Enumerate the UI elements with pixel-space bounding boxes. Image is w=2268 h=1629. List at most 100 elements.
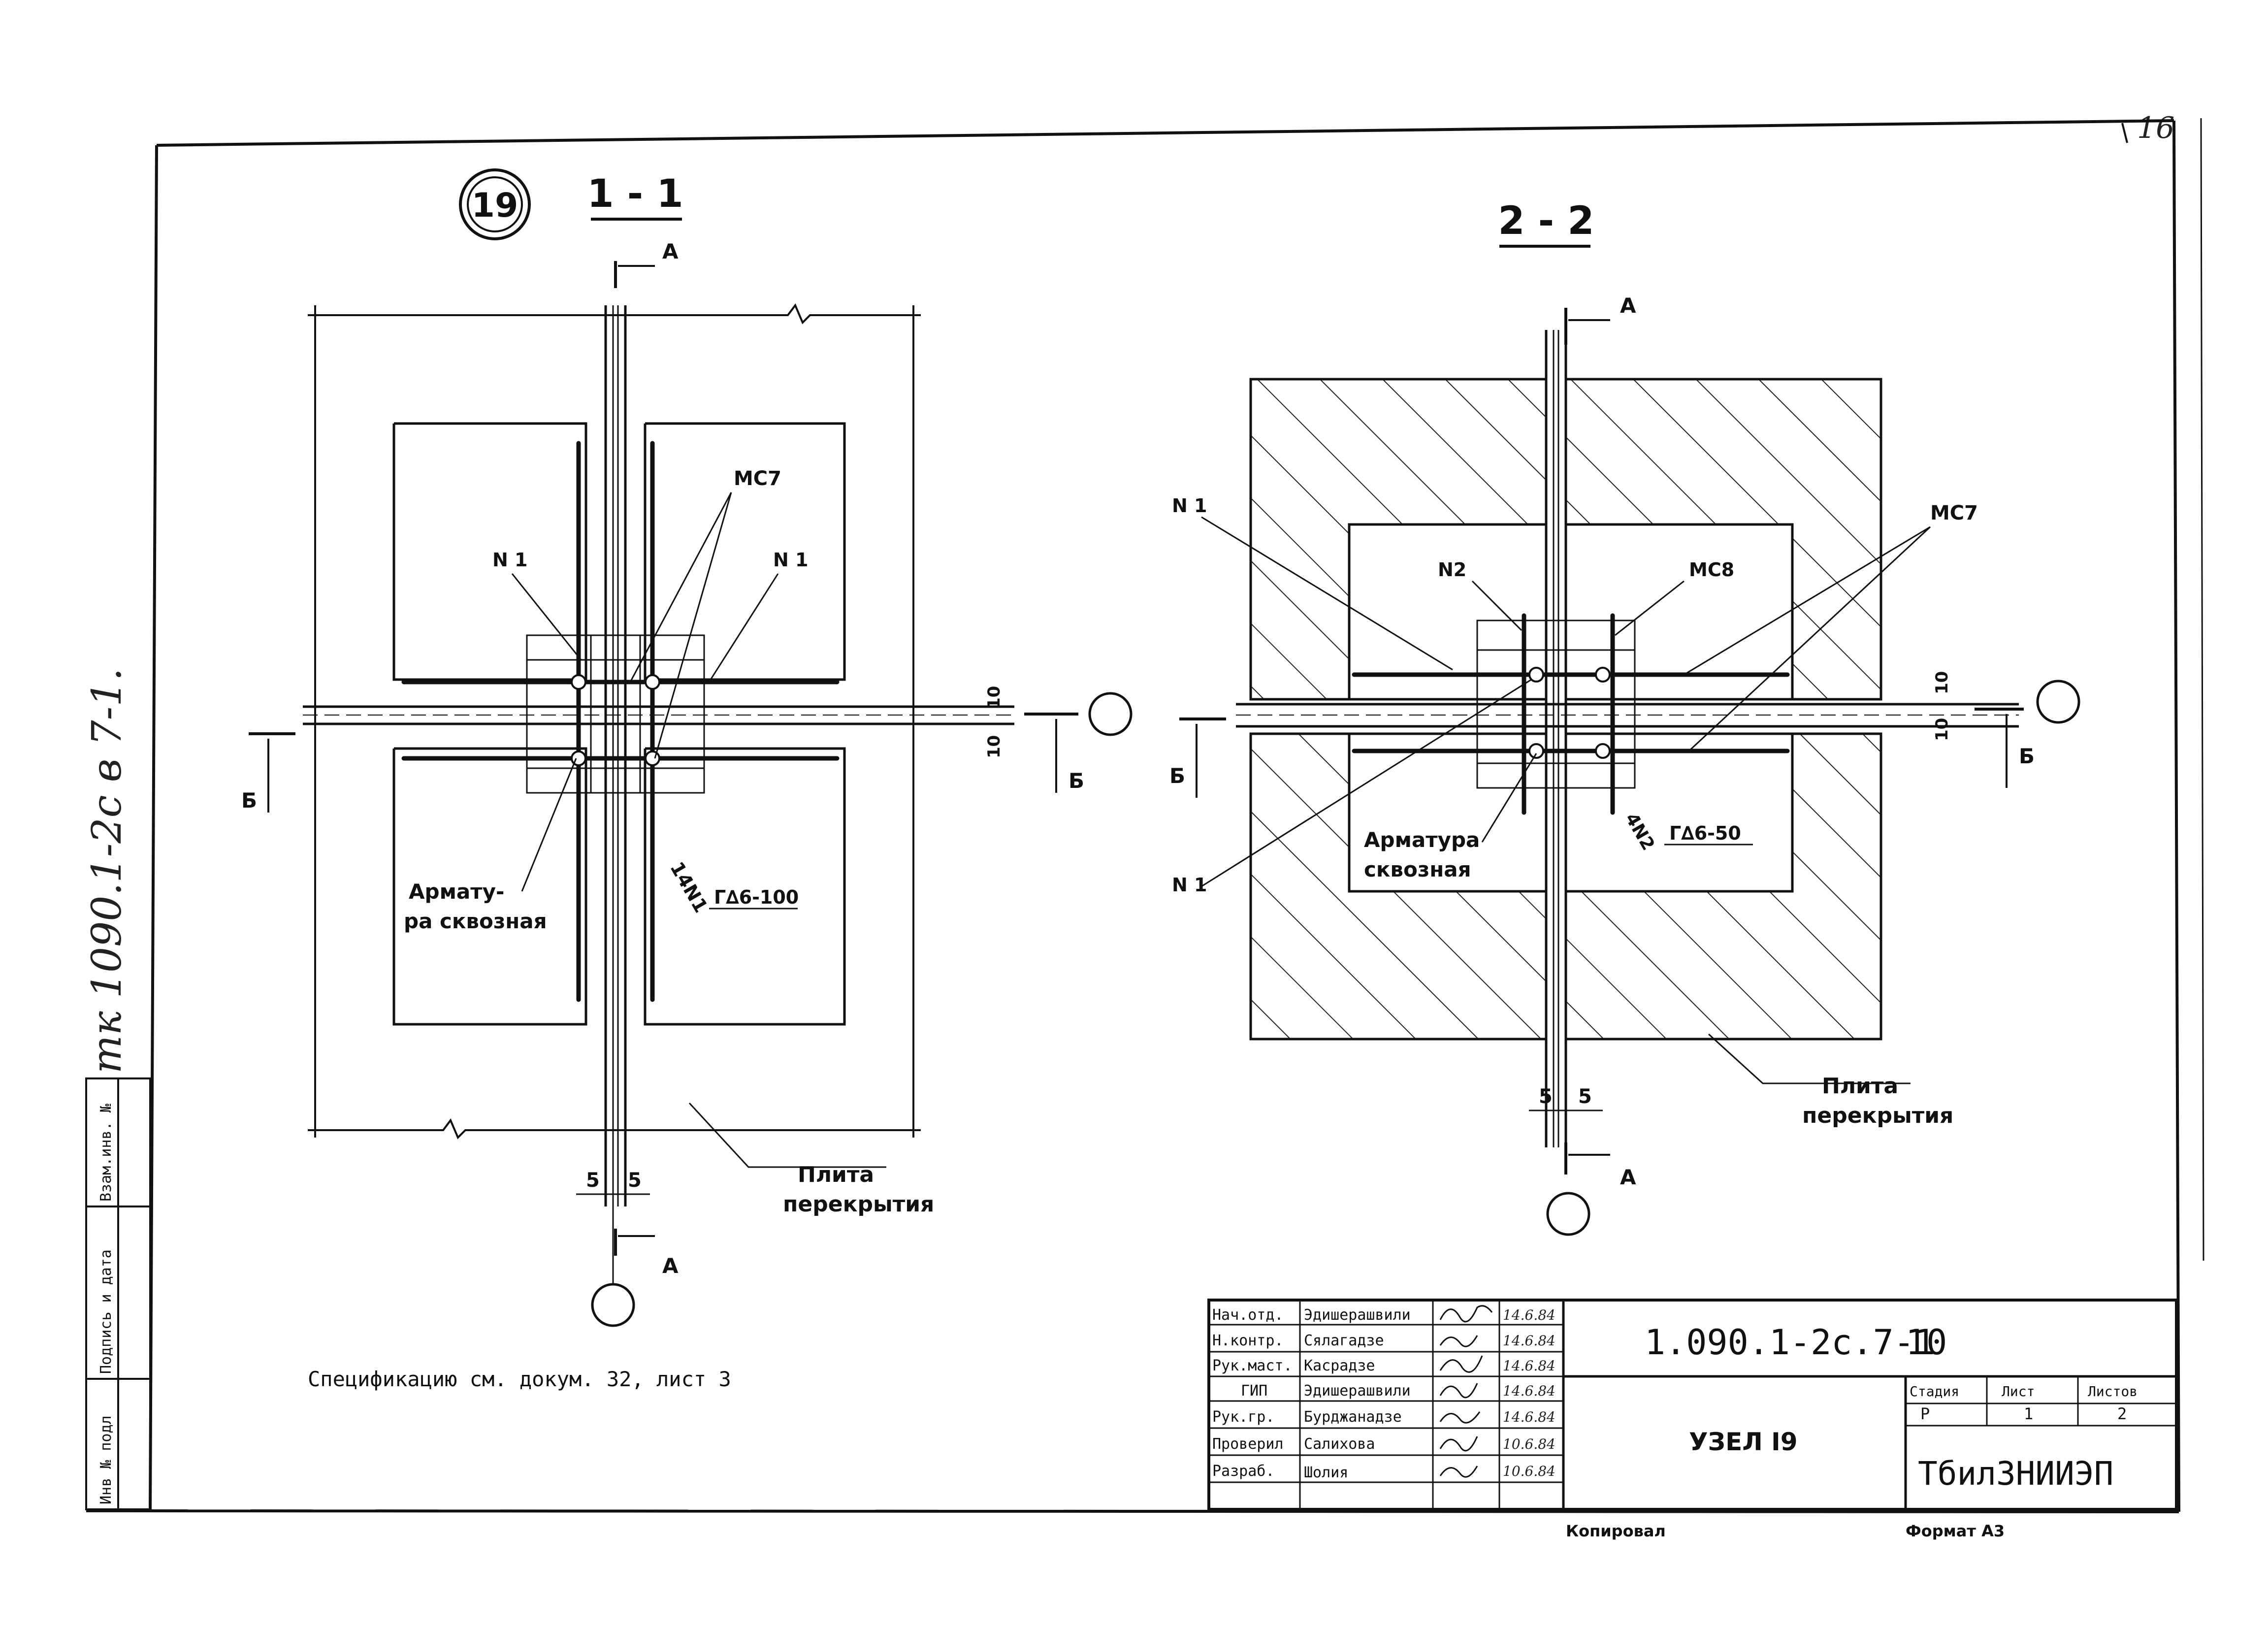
signer-name: Сялагадзе — [1304, 1332, 1384, 1349]
cut-a-bottom-2: А — [1620, 1165, 1636, 1189]
label-slab-1-line2: перекрытия — [783, 1192, 934, 1217]
sheets-value: 2 — [2117, 1404, 2127, 1423]
section-1-title: 1 - 1 — [587, 172, 683, 216]
cut-b-right-2: Б — [2019, 744, 2035, 768]
cut-b-left-2: Б — [1169, 764, 1185, 788]
signer-name: Эдишерашвили — [1304, 1306, 1411, 1324]
corner-page-number: 16 — [2137, 111, 2174, 145]
stamp-cell-signature: Подпись и дата — [97, 1249, 115, 1374]
dim-5-left-1: 5 — [586, 1169, 600, 1192]
signer-name: Салихова — [1304, 1435, 1375, 1453]
signer-date: 14.6.84 — [1503, 1383, 1555, 1399]
signature — [1439, 1411, 1481, 1424]
signer-row-4: Рук.гр. Бурджанадзе 14.6.84 — [1212, 1408, 1555, 1426]
margin-note: тк 1090.1-2с в 7-1. — [84, 668, 130, 1074]
sheet-header: Лист — [2002, 1383, 2035, 1400]
node-number: 19 — [472, 186, 518, 225]
signer-row-0: Нач.отд. Эдишерашвили 14.6.84 — [1212, 1305, 1555, 1324]
label-n1-top-2: N 1 — [1172, 495, 1207, 517]
signature — [1439, 1335, 1478, 1347]
axis-bubble-right-2 — [2036, 680, 2080, 724]
signature — [1439, 1383, 1478, 1399]
axis-bubble-bottom-1 — [591, 1283, 635, 1327]
label-n2: N2 — [1438, 559, 1466, 581]
dim-gap-bottom-2: 10 — [1932, 718, 1952, 741]
node-title: УЗЕЛ I9 — [1689, 1428, 1798, 1456]
signer-date: 14.6.84 — [1503, 1409, 1555, 1425]
signer-date: 10.6.84 — [1503, 1436, 1555, 1452]
dim-gap-top-2: 10 — [1932, 671, 1952, 694]
cut-b-right: Б — [1069, 769, 1084, 793]
dim-5-right-1: 5 — [628, 1169, 642, 1192]
signer-role: Проверил — [1212, 1435, 1284, 1453]
label-n1-left: N 1 — [492, 549, 527, 571]
cut-b-left: Б — [241, 788, 257, 813]
title-block: Нач.отд. Эдишерашвили 14.6.84 Н.контр. С… — [1207, 1299, 2178, 1511]
signature — [1439, 1436, 1478, 1452]
signer-role: Нач.отд. — [1212, 1306, 1284, 1324]
label-mc8: МС8 — [1689, 559, 1734, 581]
signer-role: ГИП — [1241, 1382, 1267, 1400]
signer-role: Н.контр. — [1212, 1332, 1284, 1349]
signature — [1439, 1305, 1493, 1323]
label-rebar-through-2-2: сквозная — [1364, 857, 1471, 881]
signer-date: 14.6.84 — [1503, 1333, 1555, 1349]
signer-row-6: Разраб. Шолия 10.6.84 — [1212, 1463, 1555, 1481]
cut-a-top: А — [662, 239, 679, 263]
label-rebar-through-2-1: Арматура — [1364, 828, 1480, 852]
dim-gap-bottom-1: 10 — [984, 735, 1004, 758]
axis-bubble-right-1 — [1088, 692, 1133, 736]
document-sheet: 10 — [1906, 1322, 1947, 1363]
label-rebar-spec: Г∆6-100 — [714, 886, 799, 908]
label-n1-bottom-2: N 1 — [1172, 874, 1207, 896]
signer-name: Шолия — [1304, 1464, 1348, 1481]
label-n1-right: N 1 — [773, 549, 808, 571]
paper-format: Формат А3 — [1906, 1522, 2005, 1540]
signer-name: Эдишерашвили — [1304, 1382, 1411, 1400]
dim-5-left-2: 5 — [1539, 1085, 1553, 1108]
signer-role: Рук.гр. — [1212, 1408, 1274, 1426]
document-code: 1.090.1-2с.7-1 — [1645, 1322, 1935, 1363]
label-rebar-count: 14N1 — [666, 858, 712, 916]
signer-role: Рук.маст. — [1212, 1357, 1293, 1374]
signer-date: 14.6.84 — [1503, 1307, 1555, 1323]
section-1-1-view: 19 1 - 1 — [241, 168, 1133, 1327]
dim-5-right-2: 5 — [1578, 1085, 1592, 1108]
label-rebar-spec-2: Г∆6-50 — [1669, 822, 1741, 844]
stage-value: Р — [1920, 1404, 1930, 1423]
signer-row-1: Н.контр. Сялагадзе 14.6.84 — [1212, 1332, 1555, 1349]
stamp-cell-replaced: Взам.инв. № — [97, 1104, 115, 1202]
sheets-header: Листов — [2088, 1383, 2138, 1400]
signer-date: 14.6.84 — [1503, 1358, 1555, 1374]
section-2-2-view: 2 - 2 — [1169, 199, 2080, 1236]
signer-date: 10.6.84 — [1503, 1463, 1555, 1479]
label-mc7: МС7 — [734, 467, 781, 490]
label-rebar-through-2: ра сквозная — [404, 909, 547, 933]
signer-row-5: Проверил Салихова 10.6.84 — [1212, 1435, 1555, 1453]
drawing-frame — [86, 118, 2204, 1513]
dim-gap-top-1: 10 — [984, 686, 1004, 709]
node-number-circle — [459, 168, 531, 240]
section-2-title: 2 - 2 — [1498, 199, 1594, 243]
signer-role: Разраб. — [1212, 1463, 1274, 1480]
signer-name: Касрадзе — [1304, 1357, 1375, 1374]
cut-a-top-2: А — [1620, 293, 1636, 318]
signature — [1439, 1466, 1478, 1478]
label-slab-2-line1: Плита — [1822, 1074, 1898, 1099]
label-slab-1-line1: Плита — [798, 1162, 874, 1187]
label-rebar-through-1: Армату- — [409, 880, 504, 904]
stage-header: Стадия — [1910, 1383, 1959, 1400]
side-stamp: Взам.инв. № Подпись и дата Инв № подл — [85, 1077, 151, 1510]
copied-by: Копировал — [1566, 1522, 1666, 1540]
signer-row-2: Рук.маст. Касрадзе 14.6.84 — [1212, 1355, 1555, 1374]
signer-name: Бурджанадзе — [1304, 1408, 1402, 1426]
organization-name: ТбилЗНИИЭП — [1918, 1455, 2113, 1493]
cut-a-bottom: А — [662, 1254, 679, 1278]
stamp-cell-inventory: Инв № подл — [97, 1415, 115, 1504]
signature — [1439, 1355, 1483, 1373]
axis-bubble-bottom-2 — [1546, 1192, 1590, 1236]
specification-note: Спецификацию см. докум. 32, лист 3 — [308, 1367, 731, 1391]
sheet-value: 1 — [2024, 1404, 2033, 1423]
label-slab-2-line2: перекрытия — [1802, 1103, 1953, 1128]
